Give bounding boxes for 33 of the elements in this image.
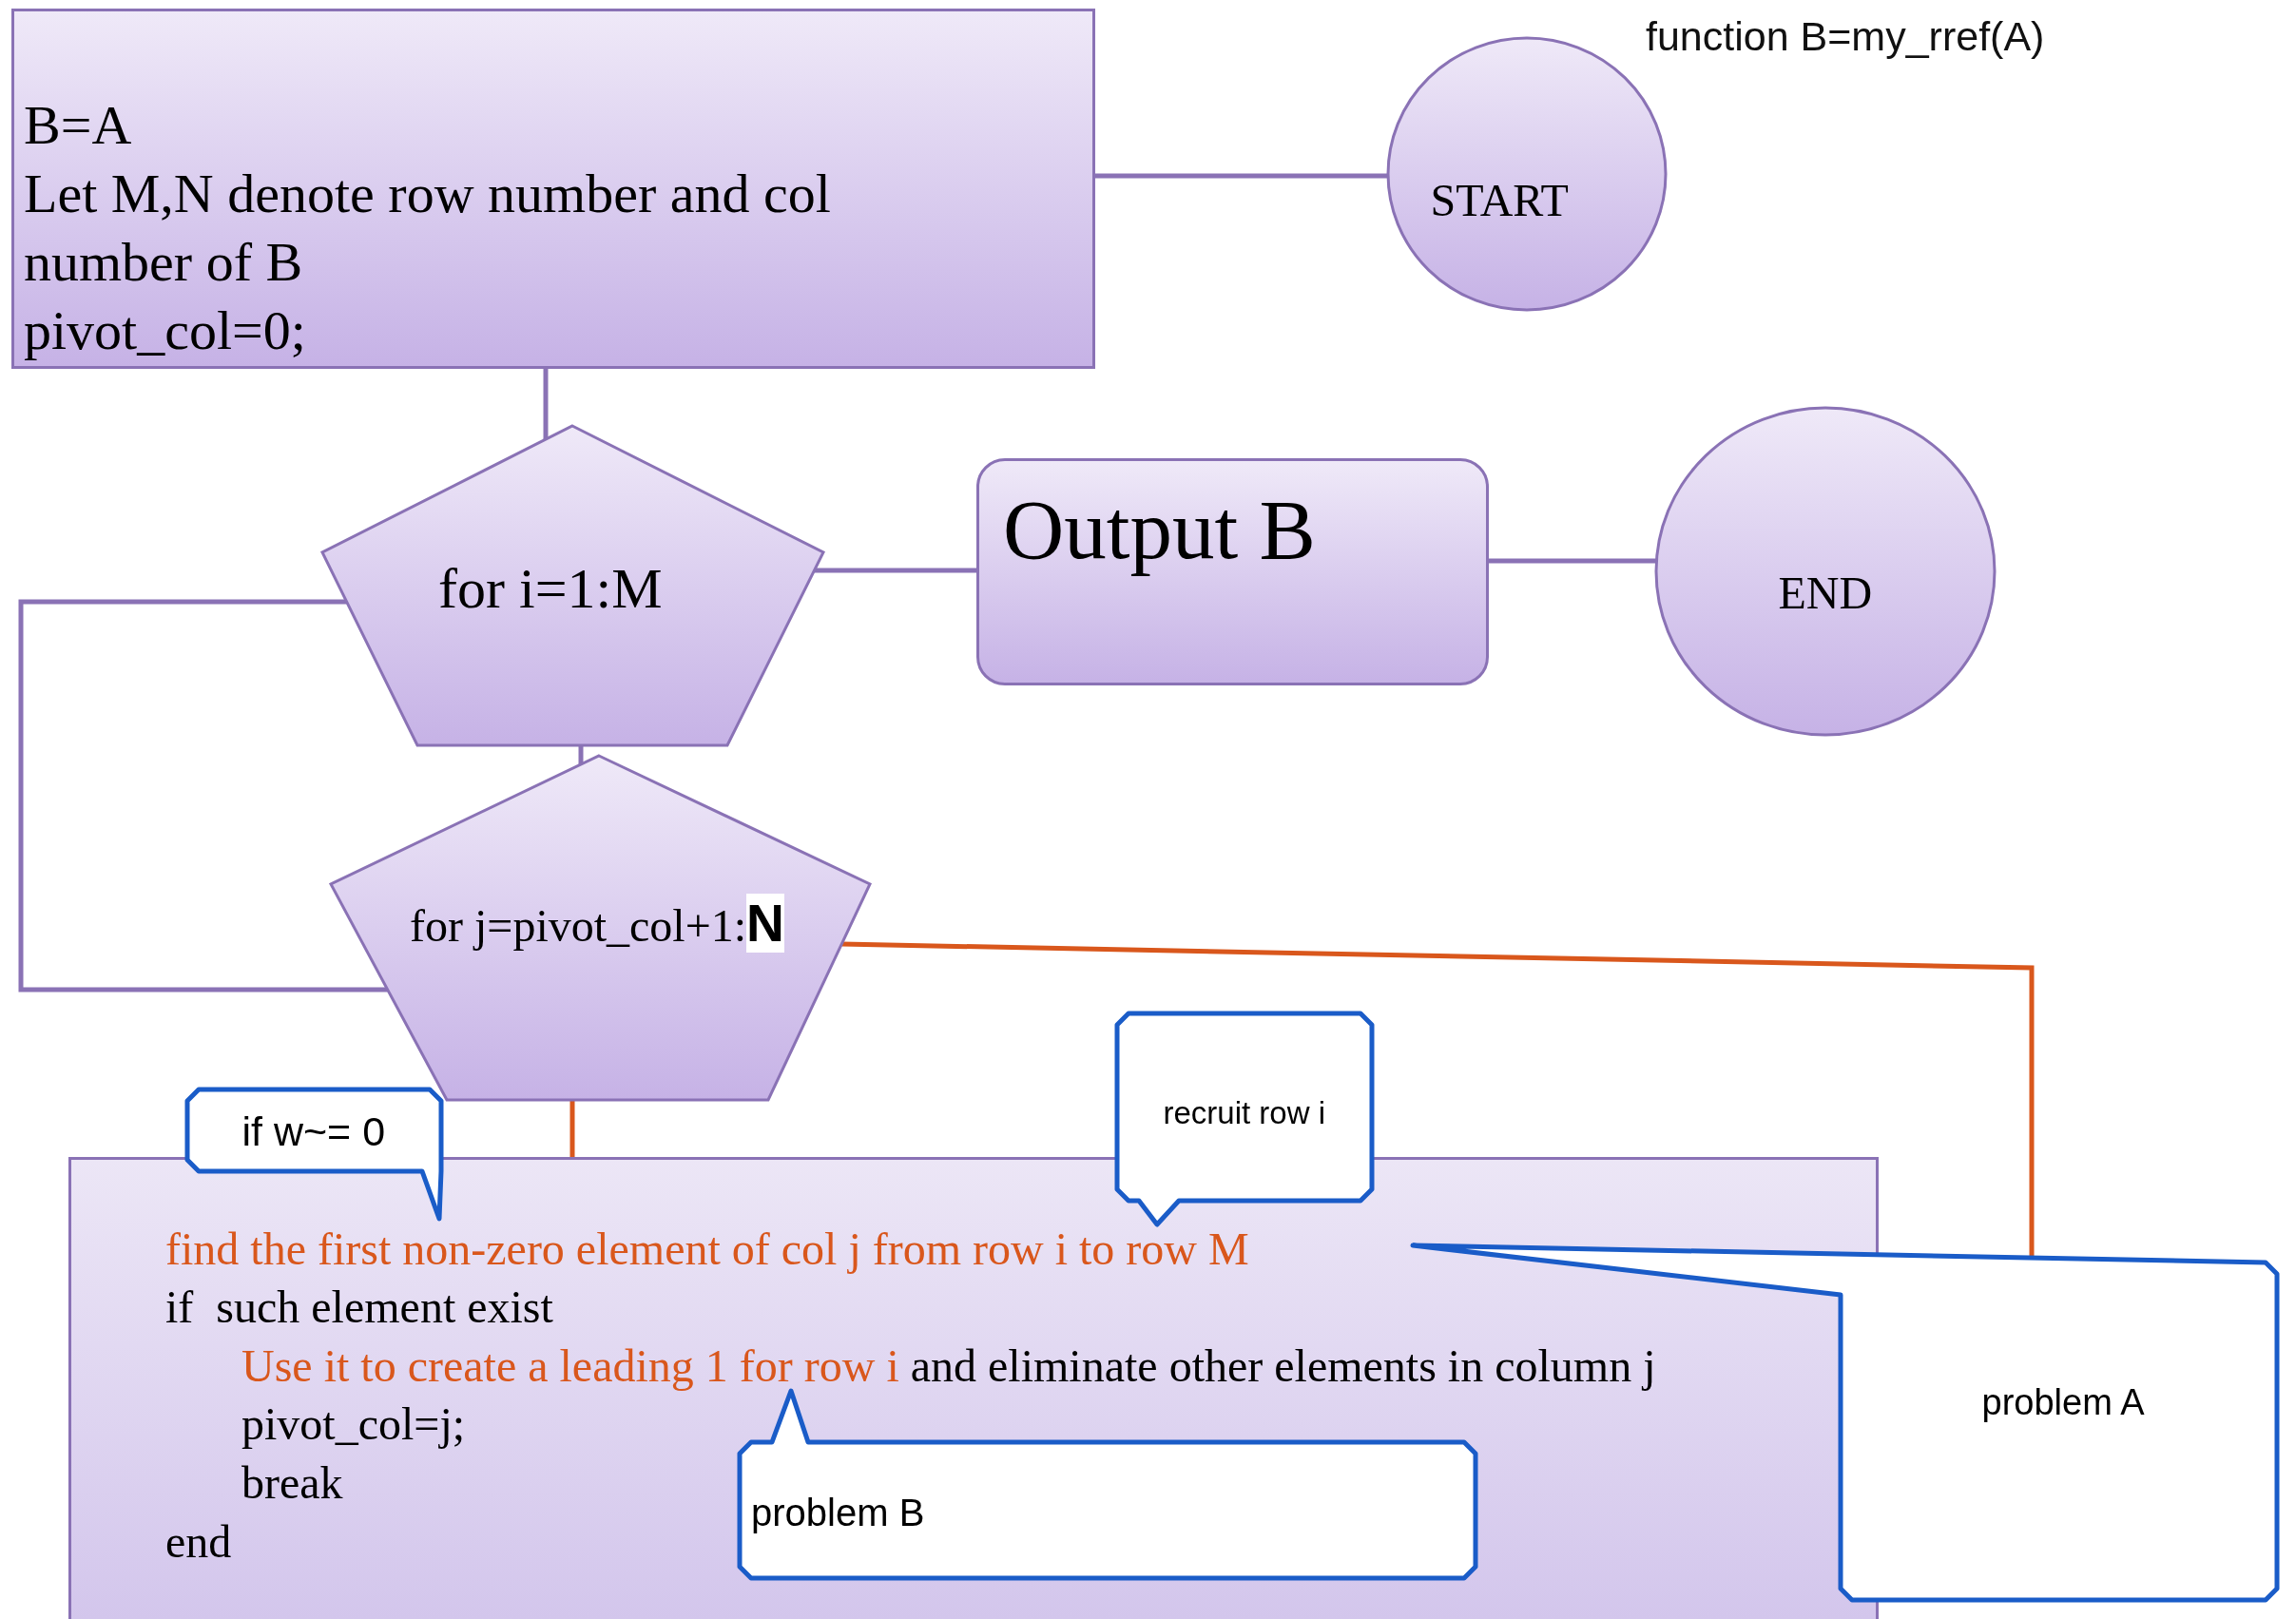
node-label: for i=1:M <box>438 555 663 622</box>
callout-text: problem B <box>751 1491 925 1535</box>
code-line: end <box>165 1515 232 1569</box>
loop-pentagon <box>318 422 827 749</box>
connector-line <box>814 568 976 573</box>
output-box <box>976 458 1489 685</box>
connector-line <box>543 369 549 440</box>
node-label: Output B <box>1003 481 1316 578</box>
connector-line <box>569 1100 575 1157</box>
callout-text: problem A <box>1981 1381 2145 1424</box>
callout-text: if w~= 0 <box>241 1108 386 1156</box>
callout-tooltip <box>736 1387 1479 1582</box>
code-line: if such element exist <box>165 1281 553 1334</box>
connector-line <box>1095 173 1389 179</box>
connector-line <box>1489 558 1657 564</box>
code-line: pivot_col=j; <box>241 1397 466 1451</box>
node-label: pivot_col=0; <box>24 299 306 363</box>
function-signature: function B=my_rref(A) <box>1646 13 2045 60</box>
callout-tooltip <box>183 1086 445 1223</box>
node-label: for j=pivot_col+1:N <box>410 894 784 954</box>
code-line: Use it to create a leading 1 for row i and eliminate other elements in column j <box>241 1340 1656 1393</box>
code-line: break <box>241 1456 343 1510</box>
callout-tooltip <box>1113 1010 1376 1228</box>
loop-pentagon <box>327 752 874 1104</box>
process-box <box>11 9 1095 369</box>
code-line: find the first non-zero element of col j from row i to row M <box>165 1223 1249 1276</box>
node-label: END <box>1778 567 1873 620</box>
callout-text: recruit row i <box>1163 1093 1326 1132</box>
end-circle <box>1652 404 1998 739</box>
connector-line <box>18 599 388 993</box>
node-label: START <box>1430 174 1569 227</box>
node-label: B=A <box>24 93 132 158</box>
connector-line <box>578 745 584 765</box>
